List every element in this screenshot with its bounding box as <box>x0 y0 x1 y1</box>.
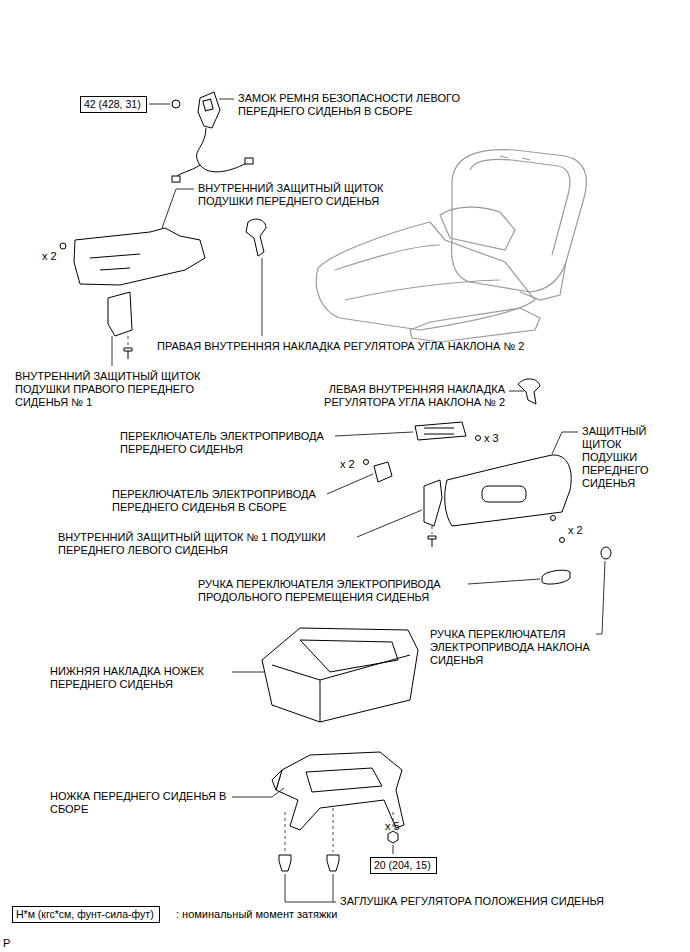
wire-connector <box>245 158 253 164</box>
seat-cushion <box>316 222 535 330</box>
leader-line <box>232 672 264 673</box>
torque-value: 42 (428, 31) <box>84 98 141 110</box>
part-label: НОЖКА ПЕРЕДНЕГО СИДЕНЬЯ В СБОРЕ <box>50 790 230 816</box>
leader-line <box>468 579 540 584</box>
inner-shield <box>74 228 205 285</box>
leader-line <box>552 432 578 454</box>
seat-legs-opening <box>306 768 382 792</box>
quantity-label: x 3 <box>484 432 514 445</box>
screw <box>551 516 556 521</box>
leader-line <box>219 99 234 100</box>
part-label: ВНУТРЕННИЙ ЗАЩИТНЫЙ ЩИТОК ПОДУШКИ ПРАВОГ… <box>15 370 215 409</box>
torque-value: 20 (204, 15) <box>374 859 431 871</box>
leader-line <box>232 788 284 797</box>
screw <box>124 348 132 359</box>
lower-cover <box>262 628 418 722</box>
part-label: ЗАГЛУШКА РЕГУЛЯТОРА ПОЛОЖЕНИЯ СИДЕНЬЯ <box>340 895 685 908</box>
quantity-label: x 5 <box>385 820 415 833</box>
seat-armrest <box>440 207 515 250</box>
torque-legend-box: Н*м (кгс*см, фунт-сила-фут) <box>12 906 160 923</box>
plug <box>279 855 291 871</box>
belt-buckle-wire <box>175 128 248 178</box>
seat-illustration <box>316 150 586 342</box>
recline-knob <box>601 547 611 559</box>
seat-headrest-holes <box>500 156 530 160</box>
leader-line <box>162 189 194 228</box>
switch-assembly <box>374 462 392 482</box>
screw <box>364 460 369 465</box>
wire-connector <box>172 176 180 182</box>
torque-value-box: 42 (428, 31) <box>80 96 147 113</box>
nut <box>388 831 398 843</box>
power-seat-switch <box>415 422 466 440</box>
part-label: РУЧКА ПЕРЕКЛЮЧАТЕЛЯ ЭЛЕКТРОПРИВОДА ПРОДО… <box>198 578 466 604</box>
lower-cover-edge <box>272 640 410 722</box>
part-label: ЗАЩИТНЫЙ ЩИТОК ПОДУШКИ ПЕРЕДНЕГО СИДЕНЬЯ <box>582 425 664 490</box>
leader-line <box>262 258 263 336</box>
shield-opening <box>482 486 526 502</box>
screw <box>476 436 481 441</box>
guide-line <box>432 526 433 534</box>
belt-buckle-button <box>203 99 213 111</box>
legend-text: : номинальный момент затяжки <box>176 908 436 921</box>
seat-backrest-panel <box>470 159 570 255</box>
part-label: ПЕРЕКЛЮЧАТЕЛЬ ЭЛЕКТРОПРИВОДА ПЕРЕДНЕГО С… <box>120 430 350 456</box>
protective-shield <box>445 455 571 526</box>
leader-line <box>357 510 422 537</box>
screw <box>560 538 565 543</box>
guide-line <box>285 812 286 852</box>
plug <box>327 855 339 871</box>
part-label: ЛЕВАЯ ВНУТРЕННЯЯ НАКЛАДКА РЕГУЛЯТОРА УГЛ… <box>290 383 505 409</box>
right-shield-no1 <box>108 292 132 336</box>
screw <box>60 243 66 249</box>
part-label: НИЖНЯЯ НАКЛАДКА НОЖЕК ПЕРЕДНЕГО СИДЕНЬЯ <box>50 665 230 691</box>
leader-lines <box>112 99 605 902</box>
right-inner-cover <box>246 219 266 256</box>
guide-line <box>128 336 129 346</box>
belt-buckle <box>198 92 220 128</box>
left-shield-no1 <box>424 480 442 526</box>
part-label: ВНУТРЕННИЙ ЗАЩИТНЫЙ ЩИТОК ПОДУШКИ ПЕРЕДН… <box>198 182 398 208</box>
parts <box>60 92 611 830</box>
seat-legs <box>276 752 404 830</box>
seat-base <box>410 308 540 342</box>
switch-detail <box>424 428 454 434</box>
leader-line <box>509 391 524 392</box>
leader-line <box>285 874 336 902</box>
seat-backrest <box>452 150 587 292</box>
seat-legs-foot <box>272 770 282 790</box>
quantity-label: x 2 <box>568 524 598 537</box>
leader-line <box>112 336 113 366</box>
leader-line <box>335 432 413 436</box>
slide-knob <box>542 570 570 584</box>
part-label: ВНУТРЕННИЙ ЗАЩИТНЫЙ ЩИТОК № 1 ПОДУШКИ ПЕ… <box>58 531 363 557</box>
screw <box>428 536 436 547</box>
left-inner-cover <box>518 379 540 404</box>
part-label: ПРАВАЯ ВНУТРЕННЯЯ НАКЛАДКА РЕГУЛЯТОРА УГ… <box>157 340 617 353</box>
leader-line <box>327 474 373 494</box>
leader-line <box>393 845 394 854</box>
quantity-label: x 2 <box>340 458 370 471</box>
leader-line <box>149 104 170 105</box>
torque-value-box: 20 (204, 15) <box>370 857 437 874</box>
part-label: ПЕРЕКЛЮЧАТЕЛЬ ЭЛЕКТРОПРИВОДА ПЕРЕДНЕГО С… <box>112 488 347 514</box>
belt-buckle-nut <box>172 100 180 108</box>
seat-cushion-seam <box>335 245 500 300</box>
leader-line <box>596 561 605 634</box>
part-label: РУЧКА ПЕРЕКЛЮЧАТЕЛЯ ЭЛЕКТРОПРИВОДА НАКЛО… <box>430 628 595 667</box>
guide-line <box>333 808 334 852</box>
figure-code: P <box>3 937 23 950</box>
quantity-label: x 2 <box>42 250 72 263</box>
part-label: ЗАМОК РЕМНЯ БЕЗОПАСНОСТИ ЛЕВОГО ПЕРЕДНЕГ… <box>238 92 500 118</box>
seat-side <box>520 262 566 300</box>
torque-value: Н*м (кгс*см, фунт-сила-фут) <box>16 908 154 920</box>
inner-shield-detail <box>90 254 140 270</box>
